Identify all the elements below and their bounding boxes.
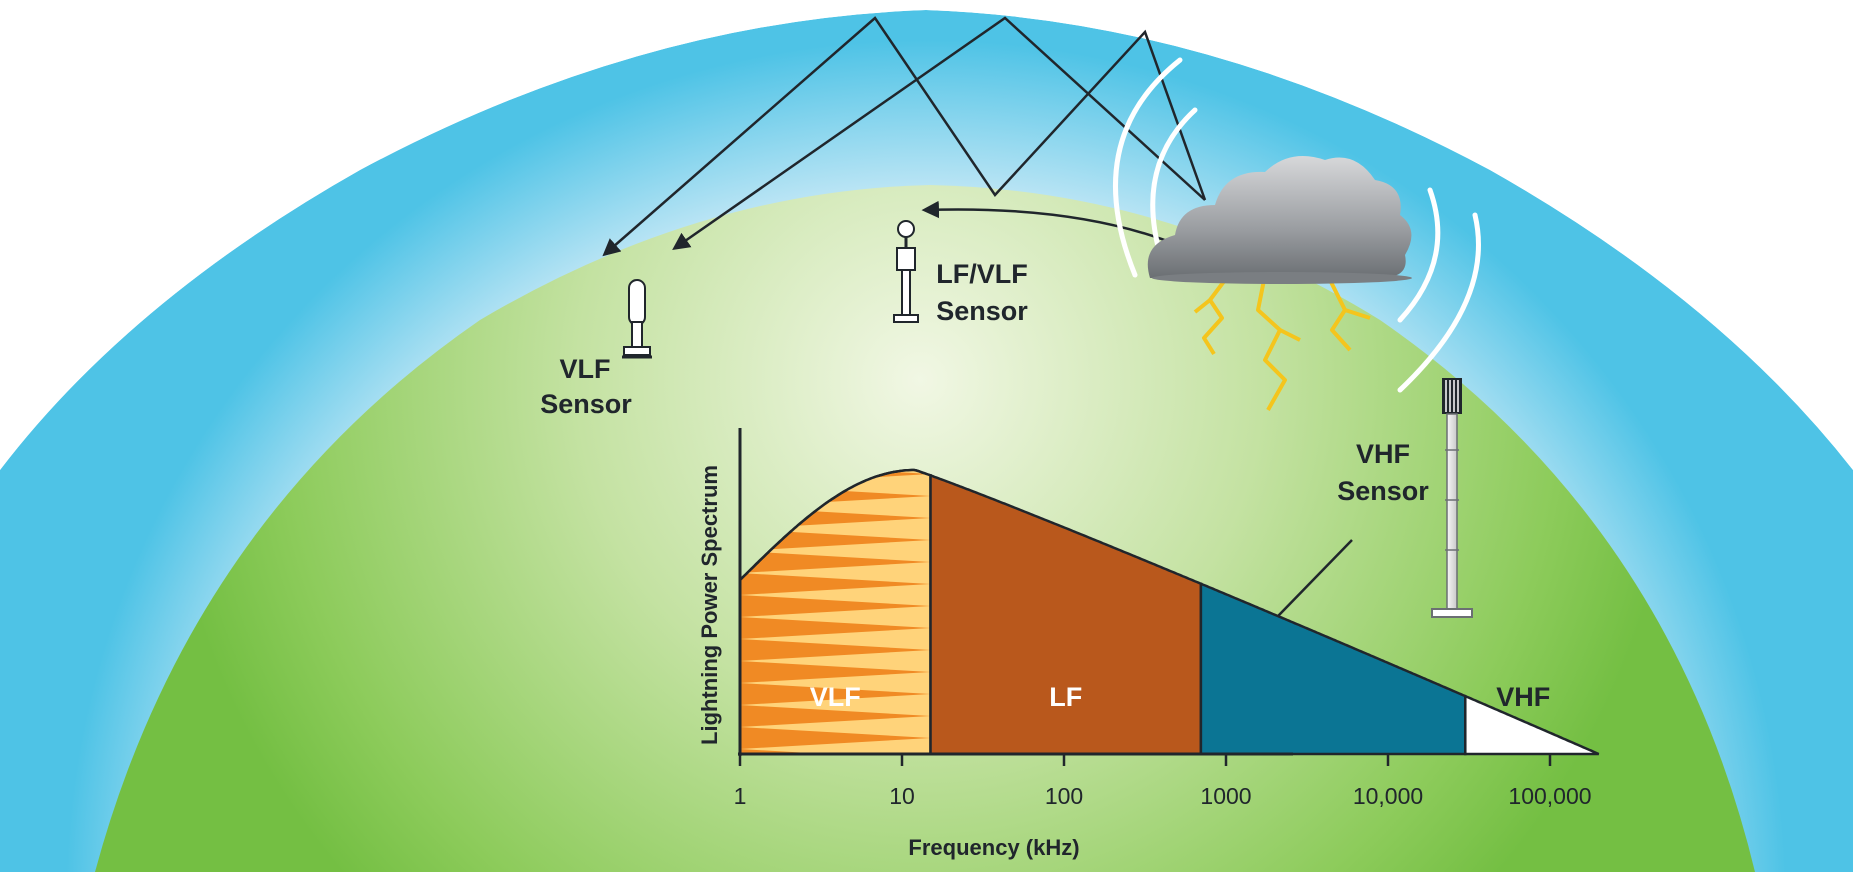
vhf-sensor-label-1: VHF	[1356, 439, 1410, 469]
skywave-paths	[602, 16, 1207, 257]
vlf-stripe-pattern	[740, 470, 931, 754]
vlf-sensor-label-1: VLF	[560, 354, 611, 384]
x-tick-label: 1	[734, 783, 747, 809]
band-label-vhf: VHF	[1496, 682, 1550, 712]
band-mid-area	[1199, 582, 1467, 756]
corner-right	[926, 0, 1853, 470]
band-vhf-area	[1464, 694, 1600, 756]
band-label-vlf: VLF	[810, 682, 861, 712]
lf-vlf-sensor-label-2: Sensor	[936, 296, 1028, 326]
skywave-path-2	[672, 16, 1206, 251]
x-tick-label: 100,000	[1508, 783, 1591, 809]
vlf-sensor-label-2: Sensor	[540, 389, 632, 419]
x-tick-label: 1000	[1200, 783, 1251, 809]
vlf-sensor-icon	[622, 279, 652, 359]
vhf-sensor-label-2: Sensor	[1337, 476, 1429, 506]
lightning-spectrum-chart: VLF LF VHF 1 10 100 1000 10,000 100,000	[734, 428, 1600, 809]
x-axis-label: Frequency (kHz)	[908, 835, 1079, 860]
thunderstorm-cloud-icon	[1147, 156, 1412, 284]
lf-vlf-sensor-label-1: LF/VLF	[936, 259, 1027, 289]
y-axis-label: Lightning Power Spectrum	[697, 465, 722, 745]
lf-vlf-sensor-icon	[893, 220, 919, 323]
band-lf-area	[929, 474, 1203, 756]
x-tick-label: 10	[889, 783, 915, 809]
corner-left	[0, 0, 926, 470]
x-tick-label: 10,000	[1353, 783, 1423, 809]
vhf-sensor-tower-icon	[1431, 378, 1473, 618]
x-tick-label: 100	[1045, 783, 1083, 809]
lightning-bolt-icon	[1193, 274, 1371, 411]
band-label-lf: LF	[1049, 682, 1082, 712]
skywave-path-1	[602, 16, 1207, 257]
